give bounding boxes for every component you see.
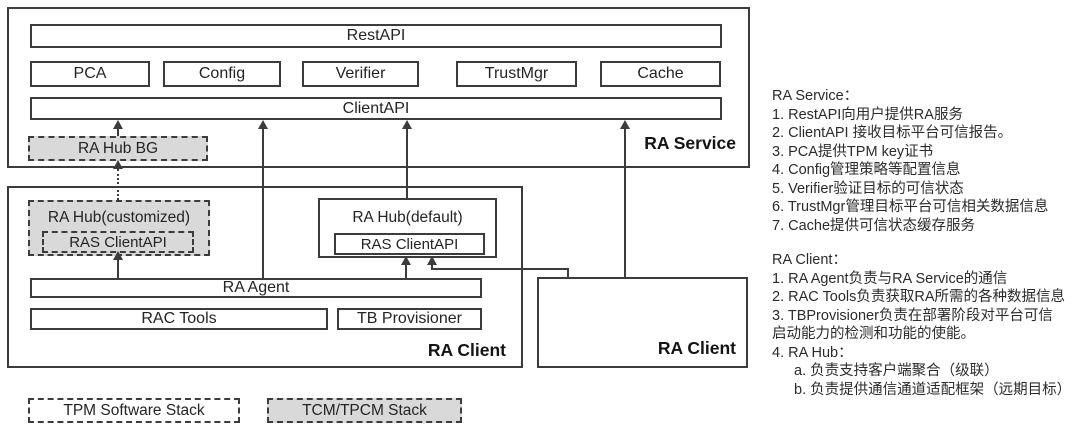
note-line: 4. Config管理策略等配置信息 — [772, 162, 961, 178]
connector-agent-rascustomized — [117, 259, 119, 278]
note-line: 1. RestAPI向用户提供RA服务 — [772, 106, 963, 123]
arrow-up-icon — [620, 120, 630, 129]
component-verifier: Verifier — [302, 61, 419, 87]
connector-agent-rasdefault — [405, 264, 407, 278]
connector-hubcustomized-hubbg-dotted — [117, 169, 119, 200]
arrow-up-icon — [427, 256, 437, 265]
arrow-up-icon — [402, 120, 412, 129]
ra-hub-customized-box: RA Hub(customized) RAS ClientAPI — [28, 200, 210, 256]
legend-tpm-stack: TPM Software Stack — [28, 398, 240, 423]
note-line: 5. Verifier验证目标的可信状态 — [772, 180, 964, 197]
connector-client2-rasdefault-h — [431, 268, 569, 270]
ra-client-secondary-label: RA Client — [657, 338, 736, 358]
component-config: Config — [163, 61, 281, 87]
rac-tools-box: RAC Tools — [30, 308, 328, 330]
arrow-up-icon — [113, 120, 123, 129]
clientapi-bar: ClientAPI — [30, 97, 722, 120]
note-line: 4. RA Hub： — [772, 344, 853, 361]
note-line: 3. TBProvisioner负责在部署阶段对平台可信 — [772, 307, 1053, 324]
arrow-up-icon — [258, 120, 268, 129]
note-line: 7. Cache提供可信状态缓存服务 — [772, 217, 976, 234]
notes-ra-client: RA Client： 1. RA Agent负责与RA Service的通信 2… — [772, 251, 1072, 399]
component-pca: PCA — [30, 61, 150, 87]
ra-client-secondary-box — [537, 277, 748, 368]
ra-hub-bg-box: RA Hub BG — [28, 136, 208, 161]
component-cache: Cache — [600, 61, 721, 87]
note-line: RA Service： — [772, 88, 859, 104]
note-line: 2. ClientAPI 接收目标平台可信报告。 — [772, 125, 1013, 141]
connector-hubdefault-clientapi — [406, 128, 408, 198]
legend-tcm-stack: TCM/TPCM Stack — [267, 398, 462, 423]
arrow-up-icon — [401, 256, 411, 265]
note-line: 6. TrustMgr管理目标平台可信相关数据信息 — [772, 199, 1049, 215]
ra-hub-customized-title: RA Hub(customized) — [47, 208, 191, 226]
arrow-up-icon — [113, 251, 123, 260]
arrow-up-icon — [113, 160, 123, 169]
connector-agent-clientapi — [262, 128, 264, 278]
ra-agent-bar: RA Agent — [30, 278, 482, 298]
connector-hubbg-clientapi — [117, 127, 119, 136]
note-line: RA Client： — [772, 252, 847, 268]
note-line: 2. RAC Tools负责获取RA所需的各种数据信息 — [772, 289, 1065, 305]
restapi-bar: RestAPI — [30, 24, 722, 48]
note-line: b. 负责提供通信通道适配框架（远期目标） — [794, 381, 1072, 398]
notes-ra-service: RA Service： 1. RestAPI向用户提供RA服务 2. Clien… — [772, 87, 1070, 235]
connector-client2-clientapi — [624, 128, 626, 277]
ra-service-label: RA Service — [644, 133, 736, 153]
ra-client-main-label: RA Client — [427, 340, 506, 360]
ra-hub-default-title: RA Hub(default) — [352, 209, 463, 226]
note-line: 3. PCA提供TPM key证书 — [772, 143, 934, 160]
ras-clientapi-default-box: RAS ClientAPI — [334, 233, 485, 255]
note-line: a. 负责支持客户端聚合（级联） — [794, 363, 999, 379]
tb-provisioner-box: TB Provisioner — [337, 308, 482, 330]
connector-client2-rasdefault-v2 — [567, 268, 569, 277]
note-line: 1. RA Agent负责与RA Service的通信 — [772, 270, 1008, 287]
component-trustmgr: TrustMgr — [456, 61, 577, 87]
connector-client2-rasdefault-v1 — [431, 264, 433, 270]
ras-clientapi-customized-box: RAS ClientAPI — [42, 231, 194, 253]
ra-hub-default-box: RA Hub(default) RAS ClientAPI — [318, 198, 497, 258]
note-line: 启动能力的检测和功能的使能。 — [772, 326, 975, 342]
